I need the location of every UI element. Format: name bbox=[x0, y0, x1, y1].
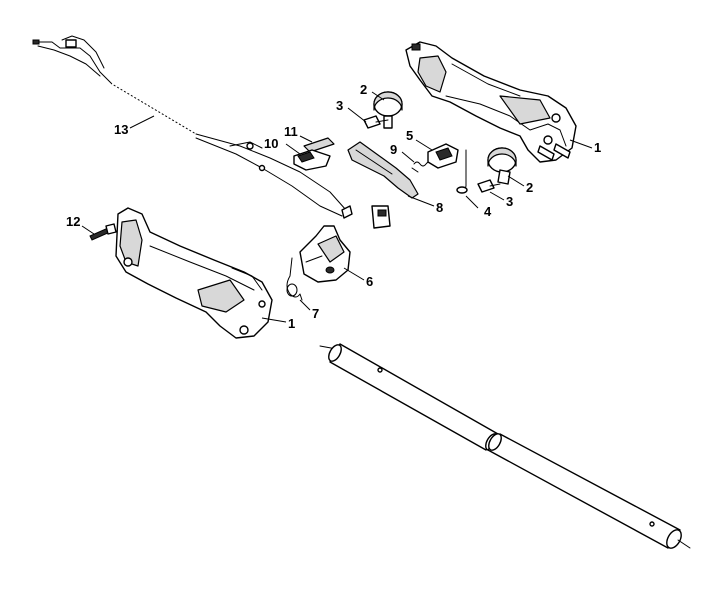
callout-6: 6 bbox=[366, 274, 373, 289]
handle-housing-part-1-lower[interactable] bbox=[115, 207, 273, 339]
hose-clamp-part-2-upper[interactable] bbox=[373, 91, 403, 129]
callout-11: 11 bbox=[284, 124, 298, 139]
throttle-trigger-part-8[interactable] bbox=[347, 141, 419, 199]
handle-housing-part-1-upper[interactable] bbox=[405, 41, 577, 163]
callout-labels: 13 11 10 3 2 1 5 9 2 3 4 8 12 6 7 1 bbox=[66, 82, 601, 331]
callout-2-lower: 2 bbox=[526, 180, 533, 195]
slide-switch-part-5[interactable] bbox=[427, 143, 459, 169]
contact-plate-part-11[interactable] bbox=[303, 137, 335, 153]
switch-terminal-part-10[interactable] bbox=[293, 149, 331, 171]
callout-7: 7 bbox=[312, 306, 319, 321]
screw-part-3-upper[interactable] bbox=[363, 115, 389, 129]
torsion-spring-part-9[interactable] bbox=[411, 161, 433, 173]
callout-4: 4 bbox=[484, 204, 492, 219]
throttle-cable-part-13[interactable] bbox=[32, 35, 391, 229]
callout-1-upper: 1 bbox=[594, 140, 601, 155]
callout-9: 9 bbox=[390, 142, 397, 157]
hose-clamp-part-2-lower[interactable] bbox=[487, 147, 517, 185]
callout-12: 12 bbox=[66, 214, 80, 229]
trigger-housing-part-6[interactable] bbox=[299, 225, 351, 283]
callout-2-upper: 2 bbox=[360, 82, 367, 97]
callout-10: 10 bbox=[264, 136, 278, 151]
callout-13: 13 bbox=[114, 122, 128, 137]
callout-3-lower: 3 bbox=[506, 194, 513, 209]
leader-lines bbox=[81, 91, 593, 323]
drive-shaft-tube[interactable] bbox=[319, 343, 691, 551]
spring-wire-part-4[interactable] bbox=[456, 149, 468, 194]
callout-1-lower: 1 bbox=[288, 316, 295, 331]
callout-5: 5 bbox=[406, 128, 413, 143]
callout-8: 8 bbox=[436, 200, 443, 215]
callout-3-upper: 3 bbox=[336, 98, 343, 113]
spring-part-7[interactable] bbox=[286, 257, 303, 301]
screw-part-3-lower[interactable] bbox=[477, 179, 501, 193]
screw-part-12[interactable] bbox=[89, 223, 117, 241]
